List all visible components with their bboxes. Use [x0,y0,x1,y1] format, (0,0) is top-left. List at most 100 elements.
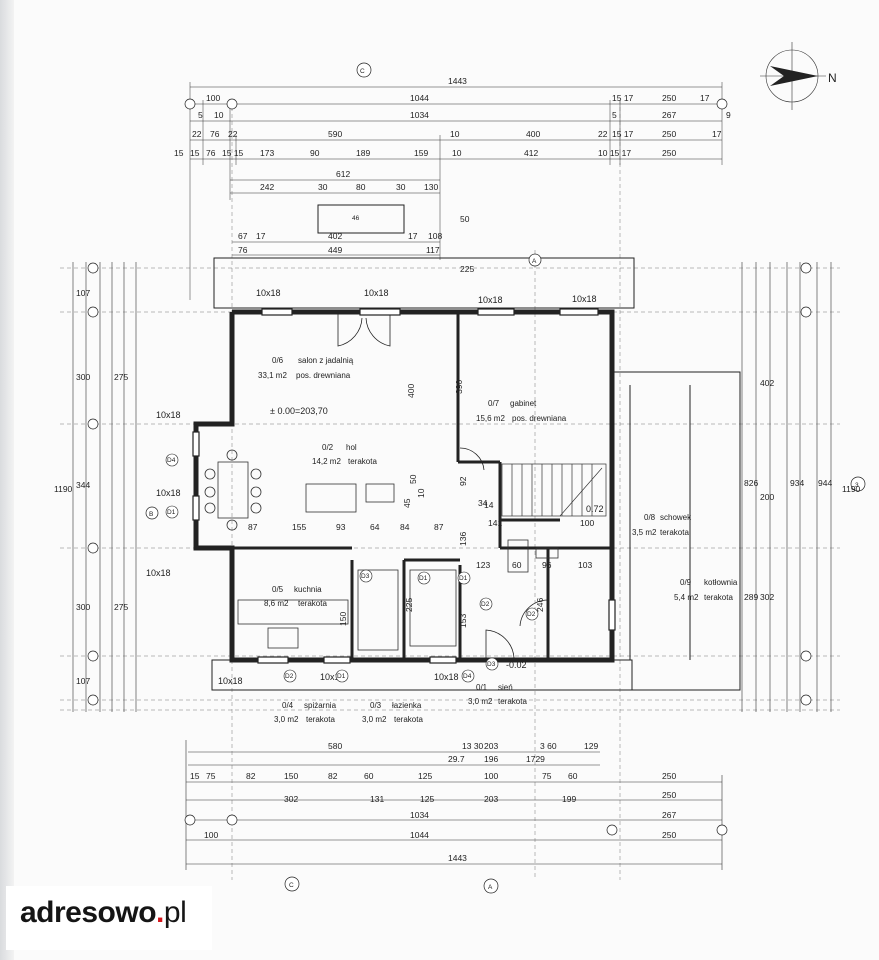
room-finish: terakota [298,599,327,608]
room-id: 0/3 [370,701,382,710]
axis-label-inner-a: A [532,258,537,265]
room-sien: 0/1 sień 3,0 m2 terakota [468,683,527,706]
window-label: 10x18 [478,295,503,305]
door-tags: D4 D1 D1 D3 D2 D1 D2 D2 D1 D3 D4 [165,453,539,683]
bottom-row0-d: 3 60 [540,741,557,751]
top-row4-h: 159 [414,148,428,158]
inner-a-5: 108 [428,231,442,241]
right-col3-826: 826 [744,478,758,488]
right-col3-944: 944 [818,478,832,488]
staircase [501,463,607,517]
bottom-row1-q: 75 [542,771,552,781]
top-small-225: 225 [460,264,474,274]
top-row4-b: 15 [190,148,200,158]
bottom-row0-c: 203 [484,741,498,751]
inner-a-4: 17 [408,231,418,241]
inner-b-2: 449 [328,245,342,255]
bottom-row0-a: 580 [328,741,342,751]
bottom-overall-dim: 1443 [448,853,467,863]
room-id: 0/9 [680,578,692,587]
room-id: 0/5 [272,585,284,594]
left-col1-107a: 107 [76,288,90,298]
right-col1-302: 302 [760,592,774,602]
bottom-row4-a: 100 [204,830,218,840]
top-dimension-lines [189,82,723,300]
axis-bubbles [87,62,866,894]
bottom-row4-c: 250 [662,830,676,840]
interior-dim: 400 [406,384,416,398]
room-name: spiżarnia [304,701,337,710]
door-tag: D3 [487,661,496,668]
door-tag: D2 [481,601,490,608]
furniture [204,449,559,651]
page-edge-shadow [0,0,14,960]
room-area: 8,6 m2 [264,599,289,608]
top-row3-f: 400 [526,129,540,139]
room-name: sień [498,683,513,692]
interior-dim: 390 [454,380,464,394]
top-row1-b: 1044 [410,93,429,103]
top-row3-a: 22 [192,129,202,139]
room-area: 15,6 m2 [476,414,505,423]
right-overall-dim: 1190 [842,484,861,494]
left-col3-275b: 275 [114,602,128,612]
window-label: 10x18 [572,294,597,304]
room-id: 0/7 [488,399,500,408]
room-finish: terakota [498,697,527,706]
top-row3-d: 590 [328,129,342,139]
top-row1-e: 17 [700,93,710,103]
window-label: 10x18 [256,288,281,298]
door-tag: D1 [419,575,428,582]
interior-dim: 153 [458,614,468,628]
terrace-outline [211,204,741,691]
side-dimension-lines [72,262,832,712]
window-label: 10x18 [434,672,459,682]
room-area: 5,4 m2 [674,593,699,602]
room-finish: terakota [306,715,335,724]
room-id: 0/1 [476,683,488,692]
right-col1-402: 402 [760,378,774,388]
bottom-row0-b: 13 30 [462,741,484,751]
inner-b-3: 117 [426,245,440,255]
interior-dim: 34 [478,498,488,508]
level-entrance: -0.02 [506,660,527,670]
room-spizarnia: 0/4 spiżarnia 3,0 m2 terakota [274,701,337,724]
room-finish: terakota [348,457,377,466]
interior-dim: 60 [512,560,522,570]
top-row4-d: 15 15 [222,148,244,158]
room-salon: 0/6 salon z jadalnią 33,1 m2 pos. drewni… [258,356,354,380]
bottom-row1-u: 250 [662,771,676,781]
top-row4-i: 10 [452,148,462,158]
top-row3-j: 17 [712,129,722,139]
adresowo-logo[interactable]: adresowo.pl [20,896,187,930]
left-col3-275a: 275 [114,372,128,382]
inner-a-2: 17 [256,231,266,241]
right-col1-200: 200 [760,492,774,502]
top-g-c: 80 [356,182,366,192]
logo-main-text: adresowo [20,896,157,929]
room-finish: pos. drewniana [512,414,567,423]
window-label: 10x18 [320,672,345,682]
window-label: 10x18 [156,488,181,498]
room-name: kotłownia [704,578,738,587]
interior-dim: 87 [434,522,444,532]
inner-b-1: 76 [238,245,248,255]
bottom-row2-h: 125 [420,794,434,804]
bottom-row0b-a: 29.7 [448,754,465,764]
top-row2-a: 5 [198,110,203,120]
bottom-row3-c: 1034 [410,810,429,820]
room-name: gabinet [510,399,537,408]
top-row3-h: 15 17 [612,129,634,139]
interior-dim: 64 [370,522,380,532]
left-col1-107b: 107 [76,676,90,686]
room-area: 3,0 m2 [468,697,493,706]
room-schowek: 0/8 schowek 3,5 m2 terakota [632,513,692,537]
top-row2-f: 9 [726,110,731,120]
interior-dim: 50 [408,474,418,484]
room-id: 0/2 [322,443,334,452]
room-gabinet: 0/7 gabinet 15,6 m2 pos. drewniana [476,399,567,423]
axis-label-bottom-c: C [289,882,294,889]
top-row3-i: 250 [662,129,676,139]
room-finish: terakota [660,528,689,537]
